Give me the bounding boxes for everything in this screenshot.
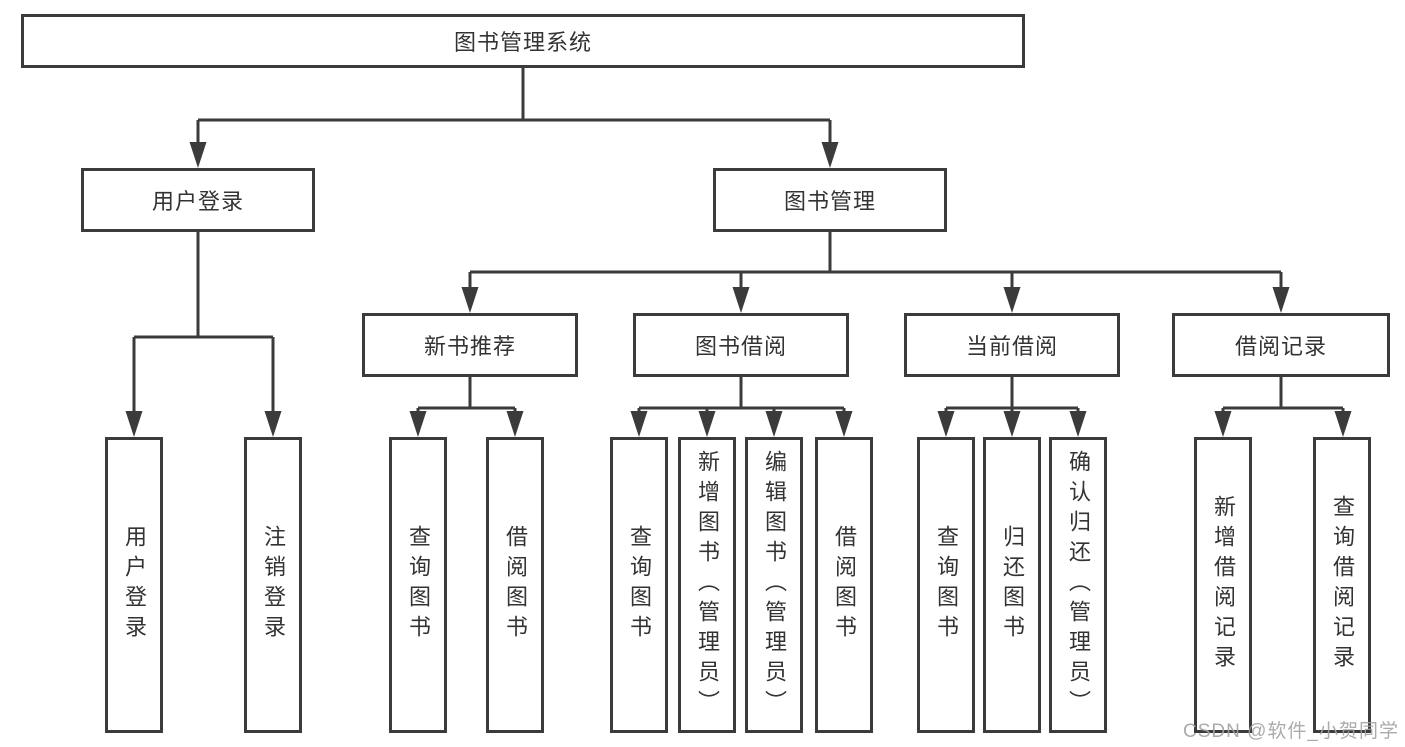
node-label: 当前借阅 [965, 334, 1058, 359]
leaf-query-books-borrow: 查询图书 [610, 437, 668, 733]
leaf-query-books-current: 查询图书 [917, 437, 975, 733]
node-borrow-records: 借阅记录 [1172, 313, 1390, 377]
node-label: 查询图书 [406, 525, 431, 645]
node-label: 确认归还（管理员） [1066, 450, 1091, 720]
node-label: 用户登录 [151, 189, 244, 214]
node-label: 图书借阅 [694, 334, 787, 359]
node-new-book-recommend: 新书推荐 [362, 313, 578, 377]
node-label: 查询图书 [934, 525, 959, 645]
node-library-management-system: 图书管理系统 [21, 14, 1025, 68]
node-label: 图书管理 [783, 189, 876, 214]
node-label: 图书管理系统 [453, 30, 592, 55]
leaf-add-borrow-record: 新增借阅记录 [1194, 437, 1252, 733]
leaf-return-book: 归还图书 [983, 437, 1041, 733]
node-book-borrow: 图书借阅 [633, 313, 849, 377]
node-label: 编辑图书（管理员） [762, 450, 787, 720]
leaf-edit-book-admin: 编辑图书（管理员） [745, 437, 803, 733]
leaf-user-login: 用户登录 [105, 437, 163, 733]
leaf-confirm-return-admin: 确认归还（管理员） [1049, 437, 1107, 733]
watermark-text: CSDN @软件_小贺同学 [1183, 721, 1399, 742]
leaf-query-borrow-record: 查询借阅记录 [1313, 437, 1371, 733]
node-label: 注销登录 [261, 525, 286, 645]
node-label: 归还图书 [1000, 525, 1025, 645]
node-book-management: 图书管理 [713, 168, 947, 232]
leaf-logout: 注销登录 [244, 437, 302, 733]
node-label: 新增借阅记录 [1211, 495, 1236, 675]
node-label: 借阅图书 [503, 525, 528, 645]
leaf-borrow-books-recommend: 借阅图书 [486, 437, 544, 733]
leaf-query-books-recommend: 查询图书 [389, 437, 447, 733]
connector-arrowheads [125, 142, 1352, 437]
node-label: 新书推荐 [423, 334, 516, 359]
node-current-borrow: 当前借阅 [904, 313, 1120, 377]
node-label: 借阅图书 [832, 525, 857, 645]
connector-shafts [132, 66, 1345, 417]
leaf-borrow-books: 借阅图书 [815, 437, 873, 733]
leaf-add-book-admin: 新增图书（管理员） [678, 437, 736, 733]
node-label: 查询借阅记录 [1330, 495, 1355, 675]
node-label: 借阅记录 [1234, 334, 1327, 359]
node-label: 查询图书 [627, 525, 652, 645]
node-label: 用户登录 [122, 525, 147, 645]
node-label: 新增图书（管理员） [695, 450, 720, 720]
node-user-login: 用户登录 [81, 168, 315, 232]
